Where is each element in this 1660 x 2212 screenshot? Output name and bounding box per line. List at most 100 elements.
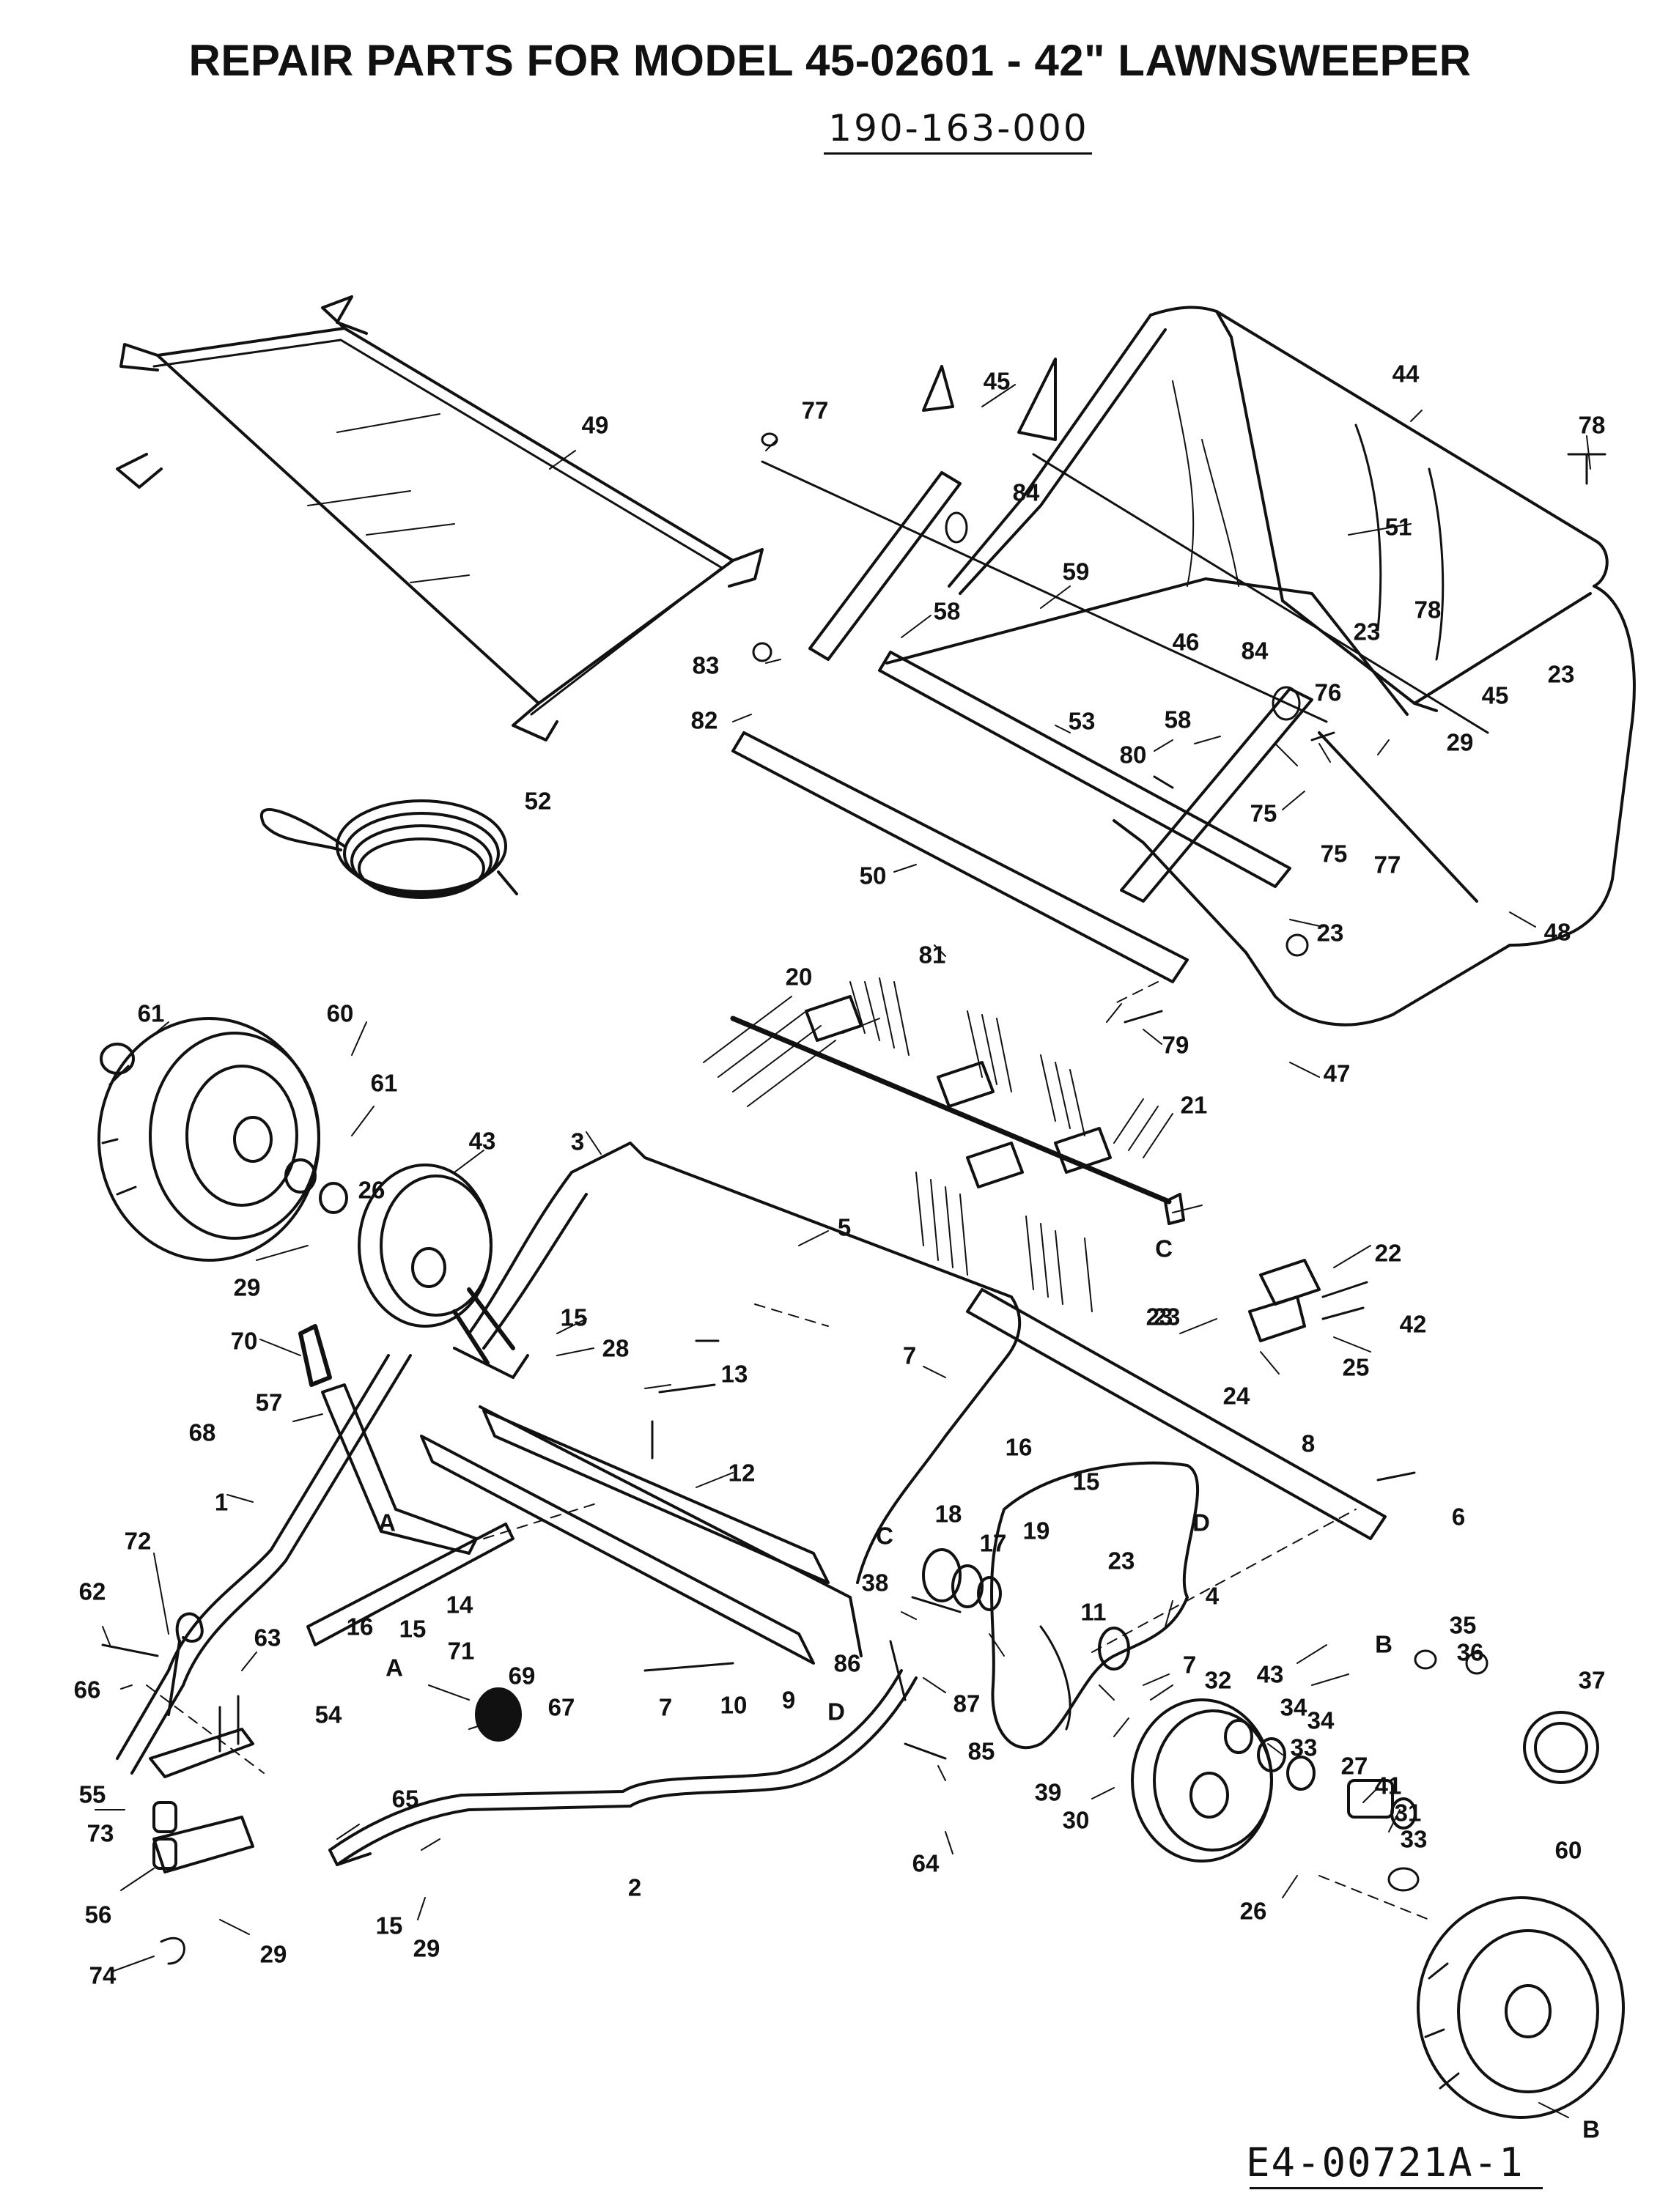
callout-44: 44 xyxy=(1392,360,1420,388)
callout-9: 9 xyxy=(781,1686,796,1714)
callout-23f: 23 xyxy=(1153,1303,1181,1331)
callout-4: 4 xyxy=(1205,1582,1220,1610)
callout-35: 35 xyxy=(1449,1611,1477,1639)
callout-63: 63 xyxy=(254,1624,281,1651)
callout-66: 66 xyxy=(73,1676,101,1704)
callout-12: 12 xyxy=(728,1459,756,1487)
pivot-bracket xyxy=(149,1728,254,1873)
callout-37: 37 xyxy=(1578,1666,1606,1694)
eye-bolt xyxy=(167,1612,204,1716)
callout-39: 39 xyxy=(1034,1778,1062,1806)
callout-7c: 7 xyxy=(1182,1651,1197,1679)
callout-43a: 43 xyxy=(468,1127,496,1155)
callout-87: 87 xyxy=(953,1690,981,1717)
callout-34b: 34 xyxy=(1307,1706,1335,1734)
callout-58b: 58 xyxy=(1164,706,1192,733)
left-hub xyxy=(358,1164,515,1365)
callout-82: 82 xyxy=(690,706,718,734)
callout-45a: 45 xyxy=(983,367,1011,395)
callout-22: 22 xyxy=(1374,1239,1402,1267)
callout-67: 67 xyxy=(547,1693,575,1721)
callout-33b: 33 xyxy=(1400,1825,1428,1853)
callout-27: 27 xyxy=(1340,1752,1368,1780)
pinion-assembly xyxy=(922,1548,1002,1611)
callout-23a: 23 xyxy=(1353,618,1381,646)
callout-16a: 16 xyxy=(1005,1433,1033,1461)
callout-16b: 16 xyxy=(346,1613,374,1640)
callout-32: 32 xyxy=(1204,1666,1232,1694)
callout-2: 2 xyxy=(627,1873,642,1901)
callout-29c: 29 xyxy=(259,1940,287,1968)
part-number: 190-163-000 xyxy=(828,107,1089,149)
knobs xyxy=(298,1324,522,1742)
callout-B-hub: B xyxy=(1375,1630,1392,1658)
callout-64: 64 xyxy=(912,1849,940,1877)
callout-74: 74 xyxy=(89,1961,117,1989)
callout-B-wheel: B xyxy=(1582,2115,1600,2143)
callout-41: 41 xyxy=(1374,1772,1402,1799)
callout-85: 85 xyxy=(967,1737,995,1765)
callout-15c: 15 xyxy=(399,1615,427,1643)
callout-29d: 29 xyxy=(413,1934,440,1962)
page-title: REPAIR PARTS FOR MODEL 45-02601 - 42" LA… xyxy=(188,36,1472,85)
callout-13: 13 xyxy=(720,1360,748,1388)
callout-11: 11 xyxy=(1080,1598,1107,1626)
callout-72: 72 xyxy=(124,1527,152,1555)
right-wheel xyxy=(1417,1896,1625,2119)
callout-24: 24 xyxy=(1222,1382,1250,1410)
callout-23b: 23 xyxy=(1547,660,1575,688)
callout-7a: 7 xyxy=(902,1342,917,1369)
brush-assembly xyxy=(703,977,1185,1312)
callout-77b: 77 xyxy=(1373,851,1401,878)
callout-26b: 26 xyxy=(1239,1897,1267,1925)
callout-38: 38 xyxy=(861,1569,889,1597)
callout-62: 62 xyxy=(78,1577,106,1605)
callout-21: 21 xyxy=(1180,1091,1208,1119)
part-number-underline xyxy=(824,152,1092,155)
callout-14: 14 xyxy=(446,1591,473,1619)
callout-81: 81 xyxy=(918,941,946,969)
callout-60b: 60 xyxy=(1554,1836,1582,1864)
callout-60a: 60 xyxy=(326,999,354,1027)
callout-59: 59 xyxy=(1062,558,1090,585)
callout-49: 49 xyxy=(581,411,609,439)
callout-C-brush: C xyxy=(1155,1235,1173,1262)
coil-cord xyxy=(260,799,518,899)
callout-31: 31 xyxy=(1394,1799,1422,1827)
callout-29b: 29 xyxy=(233,1273,261,1301)
callout-15a: 15 xyxy=(560,1303,588,1331)
callout-34a: 34 xyxy=(1280,1693,1307,1721)
callout-D-plate: D xyxy=(1192,1509,1210,1536)
callout-51: 51 xyxy=(1384,513,1412,541)
callout-25: 25 xyxy=(1342,1353,1370,1381)
callout-58a: 58 xyxy=(933,597,961,625)
callout-86: 86 xyxy=(833,1649,861,1677)
callout-10: 10 xyxy=(720,1691,748,1719)
callout-6: 6 xyxy=(1451,1503,1466,1531)
callout-47: 47 xyxy=(1323,1059,1351,1087)
callout-80: 80 xyxy=(1119,741,1147,769)
right-side-plate xyxy=(990,1461,1200,1750)
callout-61b: 61 xyxy=(370,1069,398,1097)
callout-43b: 43 xyxy=(1256,1660,1284,1688)
callout-A-link: A xyxy=(386,1654,403,1682)
callout-29a: 29 xyxy=(1446,728,1474,756)
right-hub xyxy=(1131,1698,1417,1863)
callout-5: 5 xyxy=(837,1213,852,1241)
callout-84b: 84 xyxy=(1241,637,1269,665)
callout-42: 42 xyxy=(1399,1310,1427,1338)
callout-30: 30 xyxy=(1062,1806,1090,1834)
callout-17: 17 xyxy=(979,1529,1007,1557)
callout-15b: 15 xyxy=(1072,1468,1100,1495)
callout-73: 73 xyxy=(86,1819,114,1847)
callout-75b: 75 xyxy=(1320,840,1348,868)
callout-76: 76 xyxy=(1314,678,1342,706)
callout-3: 3 xyxy=(570,1128,585,1155)
callout-20: 20 xyxy=(785,963,813,991)
callout-56: 56 xyxy=(84,1901,112,1928)
left-wheel xyxy=(97,1017,348,1262)
callout-28: 28 xyxy=(602,1334,630,1362)
callout-A-lever: A xyxy=(378,1509,396,1536)
